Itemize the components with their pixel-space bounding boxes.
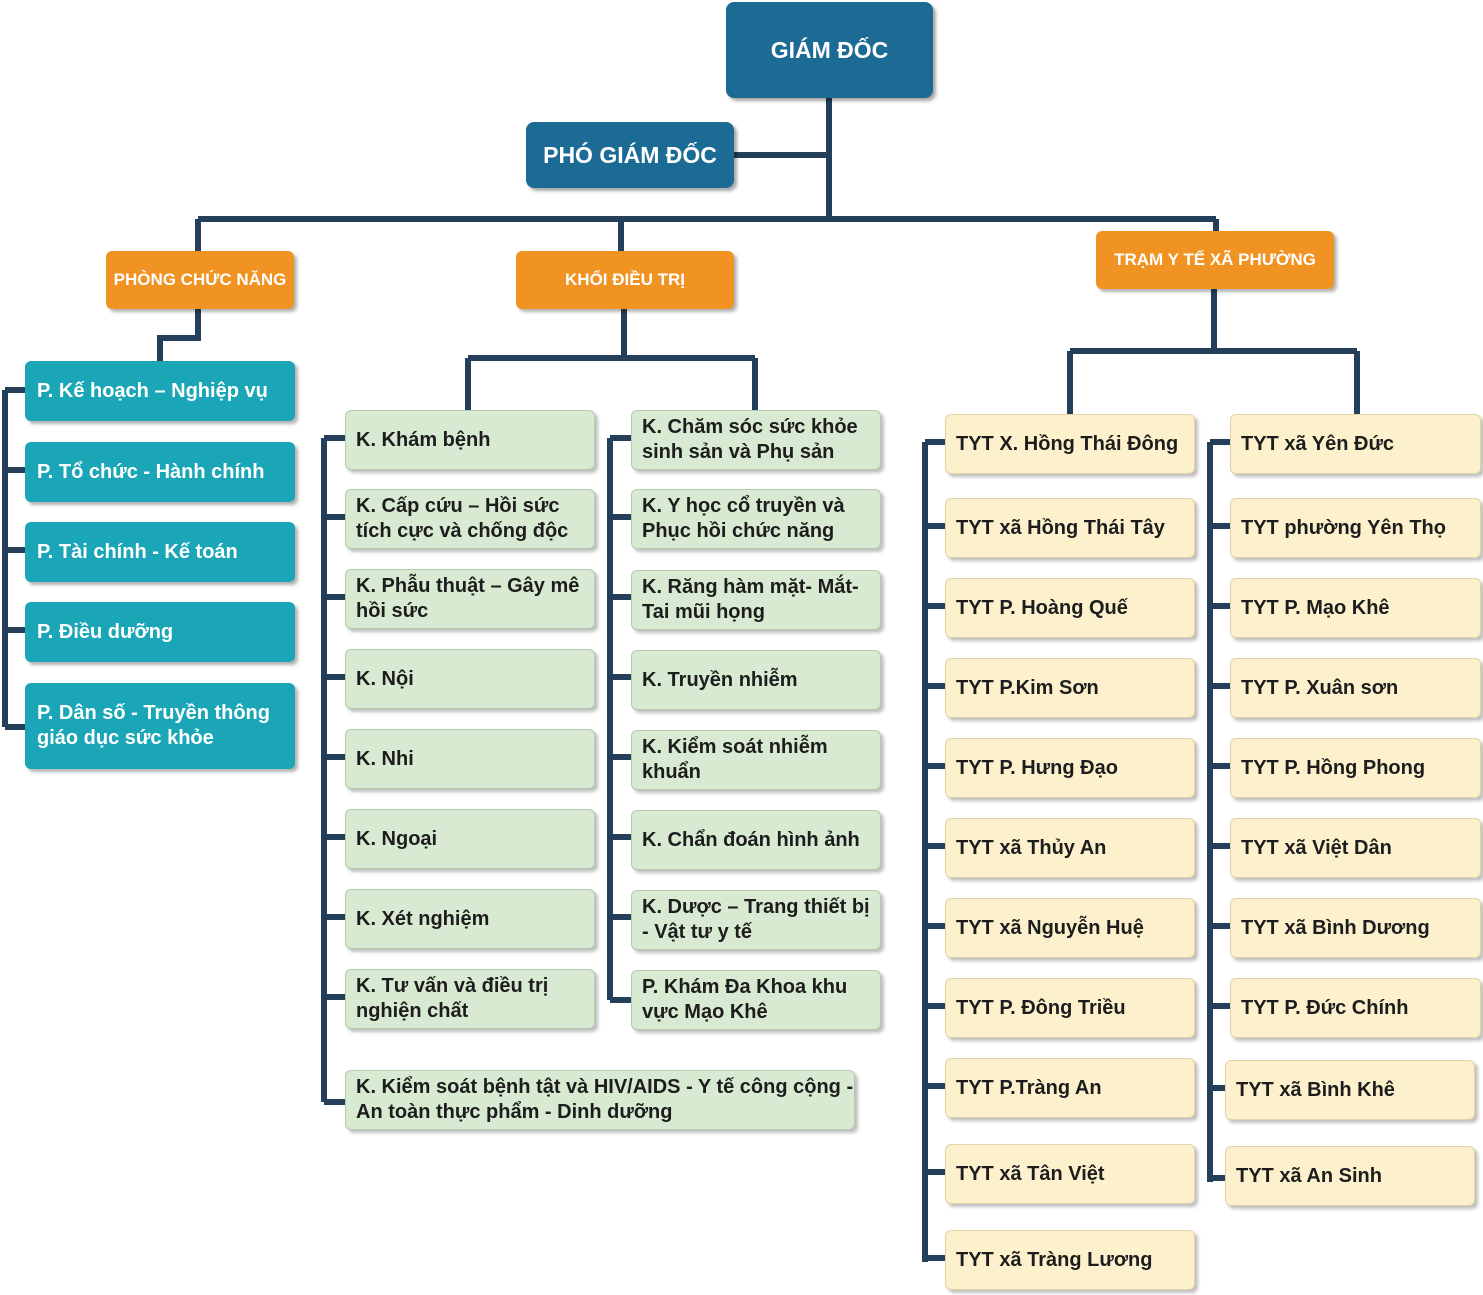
treatment-left-dept-5: K. Nhi	[345, 729, 595, 789]
station-right-6: TYT xã Việt Dân	[1230, 818, 1481, 878]
functional-room-2: P. Tổ chức - Hành chính	[25, 442, 295, 502]
treatment-right-dept-3: K. Răng hàm mặt- Mắt- Tai mũi họng	[631, 570, 881, 630]
station-right-7: TYT xã Bình Dương	[1230, 898, 1481, 958]
station-right-3: TYT P. Mạo Khê	[1230, 578, 1481, 638]
station-left-8: TYT P. Đông Triều	[945, 978, 1195, 1038]
deputy-director-box: PHÓ GIÁM ĐỐC	[526, 122, 734, 188]
connector-line-7	[157, 309, 201, 361]
group-health-stations: TRẠM Y TẾ XÃ PHƯỜNG	[1096, 231, 1334, 289]
functional-room-1: P. Kế hoạch – Nghiệp vụ	[25, 361, 295, 421]
treatment-left-dept-6: K. Ngoại	[345, 809, 595, 869]
treatment-left-dept-7: K. Xét nghiệm	[345, 889, 595, 949]
functional-room-3: P. Tài chính - Kế toán	[25, 522, 295, 582]
station-left-6: TYT xã Thủy An	[945, 818, 1195, 878]
station-right-4: TYT P. Xuân sơn	[1230, 658, 1481, 718]
director-box: GIÁM ĐỐC	[726, 2, 933, 98]
group-treatment-block: KHỐI ĐIỀU TRỊ	[516, 251, 734, 309]
treatment-right-dept-8: P. Khám Đa Khoa khu vực Mạo Khê	[631, 970, 881, 1030]
station-left-7: TYT xã Nguyễn Huệ	[945, 898, 1195, 958]
station-right-2: TYT phường Yên Thọ	[1230, 498, 1481, 558]
treatment-right-dept-6: K. Chẩn đoán hình ảnh	[631, 810, 881, 870]
station-left-11: TYT xã Tràng Lương	[945, 1230, 1195, 1290]
station-right-5: TYT P. Hồng Phong	[1230, 738, 1481, 798]
treatment-left-dept-4: K. Nội	[345, 649, 595, 709]
treatment-left-dept-3: K. Phẫu thuật – Gây mê hồi sức	[345, 569, 595, 629]
treatment-left-dept-2: K. Cấp cứu – Hồi sức tích cực và chống đ…	[345, 489, 595, 549]
station-left-2: TYT xã Hồng Thái Tây	[945, 498, 1195, 558]
station-left-10: TYT xã Tân Việt	[945, 1144, 1195, 1204]
station-right-8: TYT P. Đức Chính	[1230, 978, 1481, 1038]
functional-room-4: P. Điều dưỡng	[25, 602, 295, 662]
functional-room-5: P. Dân số - Truyền thông giáo dục sức kh…	[25, 683, 295, 769]
station-left-1: TYT X. Hồng Thái Đông	[945, 414, 1195, 474]
treatment-right-dept-4: K. Truyền nhiễm	[631, 650, 881, 710]
station-right-9: TYT xã Bình Khê	[1225, 1060, 1475, 1120]
treatment-right-dept-2: K. Y học cổ truyền và Phục hồi chức năng	[631, 489, 881, 549]
treatment-left-dept-1: K. Khám bệnh	[345, 410, 595, 470]
station-left-4: TYT P.Kim Sơn	[945, 658, 1195, 718]
treatment-right-dept-1: K. Chăm sóc sức khỏe sinh sản và Phụ sản	[631, 410, 881, 470]
treatment-left-dept-9: K. Kiểm soát bệnh tật và HIV/AIDS - Y tế…	[345, 1070, 855, 1130]
treatment-left-dept-8: K. Tư vấn và điều trị nghiện chất	[345, 969, 595, 1029]
station-right-10: TYT xã An Sinh	[1225, 1146, 1475, 1206]
station-left-5: TYT P. Hưng Đạo	[945, 738, 1195, 798]
group-functional-rooms: PHÒNG CHỨC NĂNG	[106, 251, 294, 309]
treatment-right-dept-7: K. Dược – Trang thiết bị - Vật tư y tế	[631, 890, 881, 950]
station-left-3: TYT P. Hoàng Quế	[945, 578, 1195, 638]
station-right-1: TYT xã Yên Đức	[1230, 414, 1481, 474]
treatment-right-dept-5: K. Kiểm soát nhiễm khuẩn	[631, 730, 881, 790]
station-left-9: TYT P.Tràng An	[945, 1058, 1195, 1118]
